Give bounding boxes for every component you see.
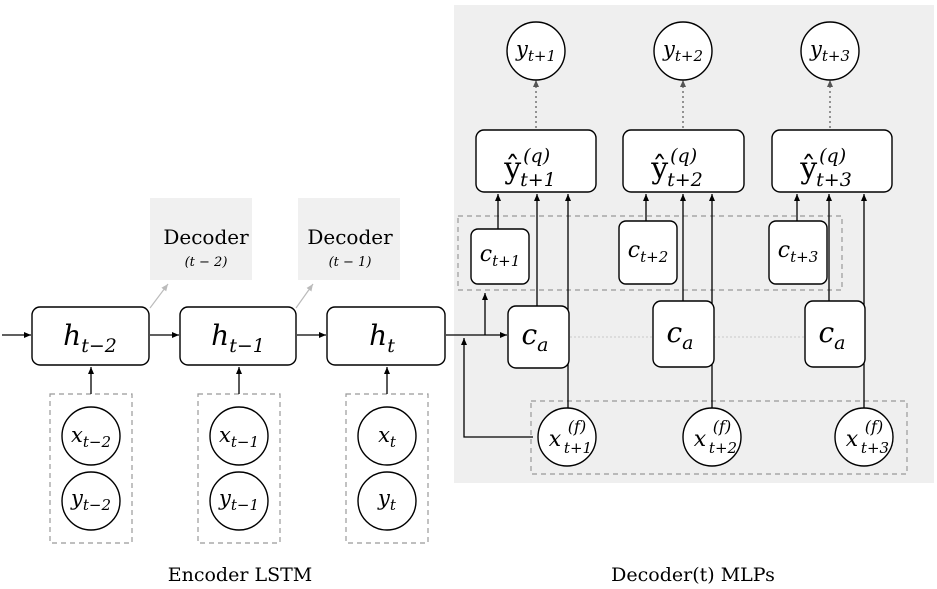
context-box-3: ct+3 (768, 220, 828, 285)
svg-text:ht−2: ht−2 (63, 319, 117, 357)
output-y-2: yt+2 (653, 21, 713, 81)
svg-text:(f): (f) (568, 417, 586, 436)
decoder-caption: Decoder(t) MLPs (611, 564, 775, 586)
output-y-1: yt+1 (506, 21, 566, 81)
mini-decoder-1-label: Decoder (163, 225, 249, 249)
svg-text:ŷ(q)t+1: ŷ(q)t+1 (503, 145, 556, 191)
svg-text:x: x (549, 427, 562, 452)
svg-text:yt: yt (377, 486, 397, 514)
svg-text:(f): (f) (713, 417, 731, 436)
context-group (457, 215, 843, 291)
input-x-3: xt (357, 406, 417, 466)
quantile-box-2: ŷ(q)t+2 (622, 129, 745, 193)
svg-text:t+2: t+2 (709, 439, 737, 457)
mini-decoder-1: Decoder (t − 2) (150, 198, 252, 280)
encoder-caption: Encoder LSTM (168, 564, 312, 586)
svg-text:xt−1: xt−1 (219, 423, 259, 451)
output-y-3: yt+3 (800, 21, 860, 81)
hidden-state-3: ht (326, 306, 446, 366)
input-y-2: yt−1 (209, 471, 269, 531)
quantile-box-1: ŷ(q)t+1 (475, 129, 597, 193)
context-box-2: ct+2 (618, 220, 678, 285)
input-x-1: xt−2 (61, 406, 121, 466)
global-context-box-2: ca (652, 300, 715, 368)
svg-text:x: x (694, 427, 707, 452)
svg-text:ŷ(q)t+3: ŷ(q)t+3 (799, 145, 852, 191)
svg-text:ct+2: ct+2 (628, 238, 668, 266)
hidden-state-1: ht−2 (31, 306, 150, 366)
arrow-future-to-encoder (461, 338, 533, 438)
svg-text:ca: ca (666, 316, 693, 354)
global-context-box-3: ca (804, 300, 866, 368)
svg-text:yt+2: yt+2 (662, 37, 703, 65)
svg-text:t+1: t+1 (564, 439, 592, 457)
svg-text:yt+3: yt+3 (809, 37, 850, 65)
mini-decoder-1-sub: (t − 2) (185, 255, 228, 270)
svg-text:yt−2: yt−2 (70, 486, 111, 514)
arrow-to-mini-decoder-1 (149, 283, 169, 309)
svg-text:xt: xt (378, 423, 397, 451)
output-arrows (533, 80, 833, 128)
svg-text:ht−1: ht−1 (211, 319, 265, 357)
decoder-arrows (495, 194, 867, 408)
svg-text:t+3: t+3 (861, 439, 889, 457)
svg-text:yt−1: yt−1 (218, 486, 259, 514)
svg-text:ht: ht (369, 319, 395, 357)
hidden-state-2: ht−1 (179, 306, 297, 366)
svg-text:ca: ca (818, 316, 845, 354)
mini-decoder-2-sub: (t − 1) (329, 255, 372, 270)
arrow-to-mini-decoder-2 (295, 283, 314, 309)
mini-decoder-2: Decoder (t − 1) (298, 198, 400, 280)
svg-text:ca: ca (521, 318, 548, 356)
context-box-1: ct+1 (470, 228, 530, 285)
svg-text:(f): (f) (865, 417, 883, 436)
svg-text:ct+1: ct+1 (480, 242, 520, 270)
svg-text:xt−2: xt−2 (71, 423, 111, 451)
future-x-1: x (f) t+1 (537, 407, 597, 467)
svg-text:ct+3: ct+3 (778, 238, 818, 266)
future-x-3: x (f) t+3 (834, 407, 894, 467)
mini-decoder-2-label: Decoder (307, 225, 393, 249)
svg-text:ŷ(q)t+2: ŷ(q)t+2 (650, 145, 703, 191)
future-x-2: x (f) t+2 (682, 407, 742, 467)
input-y-3: yt (357, 471, 417, 531)
input-x-2: xt−1 (209, 406, 269, 466)
svg-text:yt+1: yt+1 (515, 37, 556, 65)
input-y-1: yt−2 (61, 471, 121, 531)
quantile-box-3: ŷ(q)t+3 (771, 129, 893, 193)
svg-text:x: x (846, 427, 859, 452)
global-context-box-1: ca (507, 305, 570, 369)
